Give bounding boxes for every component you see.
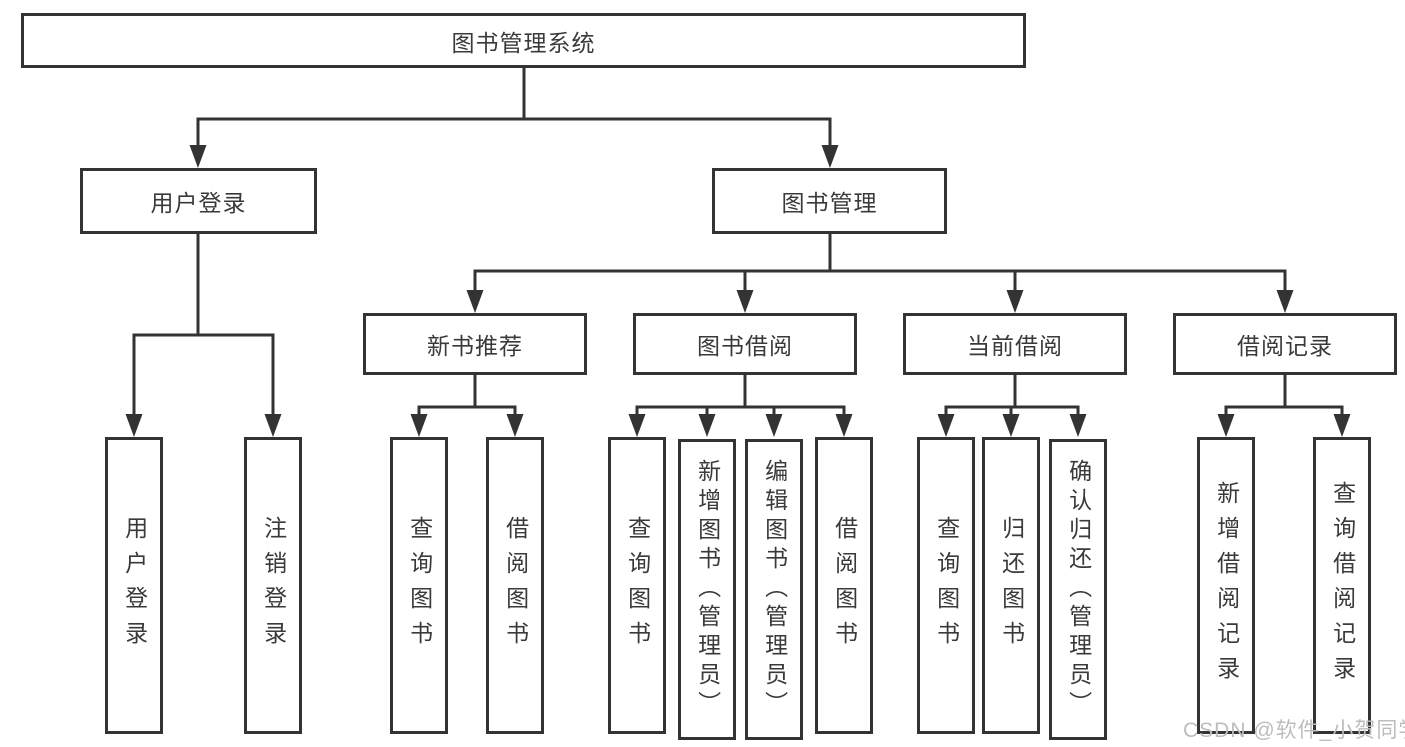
leaf-query-borrow-record: 查询借阅记录 xyxy=(1313,437,1371,734)
arrowhead-icon xyxy=(264,414,282,437)
leaf-confirm-return-admin: 确认归还（管理员） xyxy=(1049,439,1107,740)
node-new-book-recommend: 新书推荐 xyxy=(363,313,587,375)
arrowhead-icon xyxy=(821,145,839,168)
arrowhead-icon xyxy=(1217,414,1235,437)
arrowhead-icon xyxy=(628,414,646,437)
leaf-add-borrow-record: 新增借阅记录 xyxy=(1197,437,1255,734)
arrowhead-icon xyxy=(1006,290,1024,313)
arrowhead-icon xyxy=(835,414,853,437)
leaf-recommend-query-books: 查询图书 xyxy=(390,437,448,734)
watermark: CSDN @软件_小贺同学 xyxy=(1183,719,1405,742)
leaf-borrow-books: 借阅图书 xyxy=(815,437,873,734)
arrowhead-icon xyxy=(736,290,754,313)
arrowhead-icon xyxy=(1069,414,1087,437)
arrowhead-icon xyxy=(698,414,716,437)
leaf-current-query-books: 查询图书 xyxy=(917,437,975,734)
leaf-recommend-borrow-books: 借阅图书 xyxy=(486,437,544,734)
leaf-user-login: 用户登录 xyxy=(105,437,163,734)
arrowhead-icon xyxy=(189,145,207,168)
arrowhead-icon xyxy=(765,414,783,437)
leaf-logout: 注销登录 xyxy=(244,437,302,734)
node-user-login: 用户登录 xyxy=(80,168,317,234)
arrowhead-icon xyxy=(1002,414,1020,437)
leaf-return-book: 归还图书 xyxy=(982,437,1040,734)
arrowhead-icon xyxy=(937,414,955,437)
arrowhead-icon xyxy=(1276,290,1294,313)
connector-lines xyxy=(132,67,1344,418)
node-root-system: 图书管理系统 xyxy=(21,13,1026,68)
arrowhead-icon xyxy=(410,414,428,437)
connector-arrowheads xyxy=(125,145,1351,437)
connector-root-branch xyxy=(132,67,1344,418)
node-book-management: 图书管理 xyxy=(712,168,947,234)
arrowhead-icon xyxy=(466,290,484,313)
arrowhead-icon xyxy=(1333,414,1351,437)
arrowhead-icon xyxy=(506,414,524,437)
arrowhead-icon xyxy=(125,414,143,437)
leaf-add-book-admin: 新增图书（管理员） xyxy=(678,439,736,740)
node-borrow-records: 借阅记录 xyxy=(1173,313,1397,375)
leaf-borrowing-query-books: 查询图书 xyxy=(608,437,666,734)
node-current-borrowing: 当前借阅 xyxy=(903,313,1127,375)
node-book-borrowing: 图书借阅 xyxy=(633,313,857,375)
leaf-edit-book-admin: 编辑图书（管理员） xyxy=(745,439,803,740)
